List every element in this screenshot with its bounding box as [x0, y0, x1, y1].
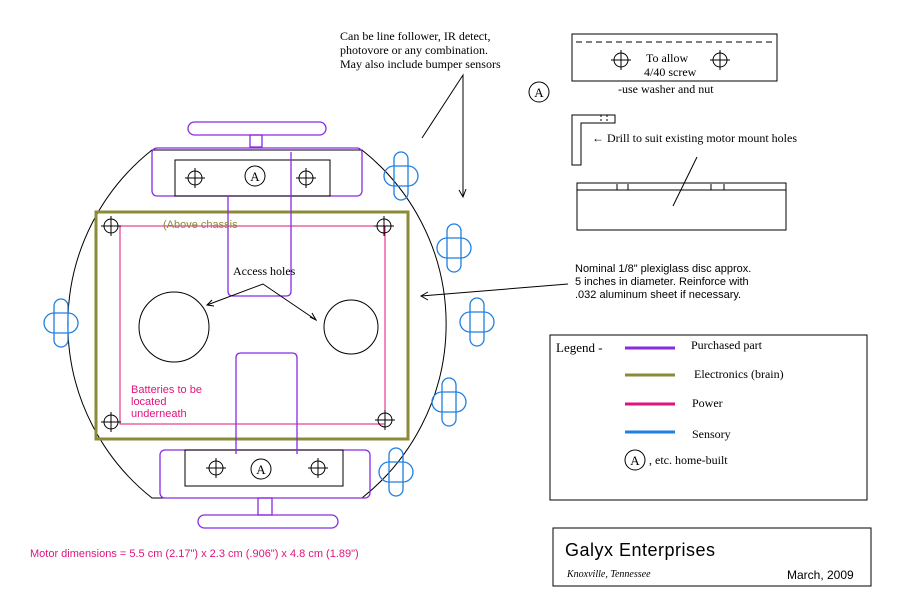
chassis-disc-outline: [67, 149, 447, 499]
sensor-note: Can be line follower, IR detect, photovo…: [340, 29, 501, 71]
top-bracket-screw-right: [296, 168, 316, 188]
plexi-note-arrowhead: [419, 291, 429, 301]
top-wheel: [187, 121, 327, 136]
top-axle: [249, 134, 263, 148]
access-holes-arrowhead-left: [205, 299, 215, 307]
bottom-bracket-a-label: A: [256, 462, 266, 477]
bottom-axle: [257, 497, 273, 516]
legend-label-power: Power: [692, 396, 723, 410]
company-name: Galyx Enterprises: [565, 540, 716, 560]
top-mount-bracket: [174, 159, 331, 197]
board-hole-tr: [374, 216, 394, 236]
bracket-side-profile: [571, 114, 616, 166]
plexi-note-pointer: [420, 283, 569, 297]
legend-homebuilt-badge: [624, 449, 646, 471]
bottom-bracket-screw-left: [206, 458, 226, 478]
legend-homebuilt-symbol: A: [630, 453, 640, 468]
sensor-6: [43, 298, 79, 348]
bracket-a-label: A: [534, 85, 544, 100]
plexi-note-line-1: Nominal 1/8" plexiglass disc approx.: [575, 263, 751, 275]
sensors: [43, 151, 495, 497]
title-block-box: [552, 527, 872, 587]
bottom-bracket-screw-right: [308, 458, 328, 478]
access-hole-left: [138, 291, 210, 363]
access-holes-arrowhead-right: [309, 312, 318, 322]
bracket-note: To allow 4/40 screw: [644, 51, 697, 79]
sensor-3: [459, 297, 495, 347]
sensor-note-line-2: photovore or any combination.: [340, 43, 488, 57]
access-holes-pointer: [206, 283, 317, 321]
batteries-note: Batteries to be located underneath: [131, 384, 205, 420]
batteries-line-3: underneath: [131, 408, 187, 420]
plexi-note-line-2: 5 inches in diameter. Reinforce with: [575, 276, 749, 288]
bottom-motor-lead: [235, 352, 298, 454]
top-bracket-a-label: A: [250, 169, 260, 184]
drill-note: ← Drill to suit existing motor mount hol…: [592, 131, 797, 145]
access-holes-label: Access holes: [233, 264, 296, 278]
bracket-plate: [571, 33, 778, 82]
legend-label-purchased: Purchased part: [691, 338, 763, 352]
legend-title: Legend -: [556, 340, 603, 355]
bottom-wheel: [197, 514, 339, 529]
motor-dimensions: Motor dimensions = 5.5 cm (2.17") x 2.3 …: [30, 548, 359, 560]
bracket-bottom-plate: [576, 182, 787, 231]
sensor-4: [431, 377, 467, 427]
sensor-2: [436, 223, 472, 273]
board-hole-bl: [101, 412, 121, 432]
sensor-note-arrowhead: [458, 188, 467, 199]
sensor-note-line-1: Can be line follower, IR detect,: [340, 29, 490, 43]
drill-pointer: [672, 156, 698, 207]
legend: Legend - Purchased part Electronics (bra…: [549, 334, 868, 501]
electronics-board: [94, 210, 410, 441]
bottom-mount-bracket: [184, 449, 344, 487]
bracket-hole-right: [710, 50, 730, 70]
bracket-note-line-1: To allow: [646, 51, 688, 65]
title-block: Galyx Enterprises Knoxville, Tennessee M…: [552, 527, 872, 587]
washer-note: -use washer and nut: [618, 82, 714, 96]
bracket-note-line-2: 4/40 screw: [644, 65, 697, 79]
bracket-a-badge: [528, 81, 550, 103]
bottom-bracket-a-badge: [250, 458, 272, 480]
sensor-1: [383, 151, 419, 201]
legend-label-sensory: Sensory: [692, 427, 731, 441]
above-chassis-label: (Above chassis: [163, 219, 238, 231]
top-motor-lead: [227, 152, 292, 297]
batteries-line-1: Batteries to be: [131, 384, 202, 396]
bracket-hole-left: [611, 50, 631, 70]
legend-homebuilt-label: , etc. home-built: [649, 453, 728, 467]
sensor-note-line-3: May also include bumper sensors: [340, 57, 501, 71]
top-bracket-screw-left: [185, 168, 205, 188]
board-hole-br: [375, 410, 395, 430]
legend-box: [549, 334, 868, 501]
drawing-date: March, 2009: [787, 568, 854, 582]
company-location: Knoxville, Tennessee: [566, 569, 651, 580]
sensor-5: [378, 447, 414, 497]
legend-label-electronics: Electronics (brain): [694, 367, 784, 381]
board-hole-tl: [101, 216, 121, 236]
batteries-line-2: located: [131, 396, 166, 408]
access-hole-right: [323, 299, 379, 355]
power-outline: [119, 225, 386, 425]
bracket-detail: To allow 4/40 screw A -use washer and nu…: [528, 33, 797, 231]
plexi-note: Nominal 1/8" plexiglass disc approx. 5 i…: [575, 263, 754, 301]
sensor-note-pointer: [421, 73, 464, 197]
bottom-motor: A: [159, 449, 371, 529]
top-motor: A: [151, 121, 363, 197]
plexi-note-line-3: .032 aluminum sheet if necessary.: [575, 289, 741, 301]
top-bracket-a-badge: [244, 165, 266, 187]
